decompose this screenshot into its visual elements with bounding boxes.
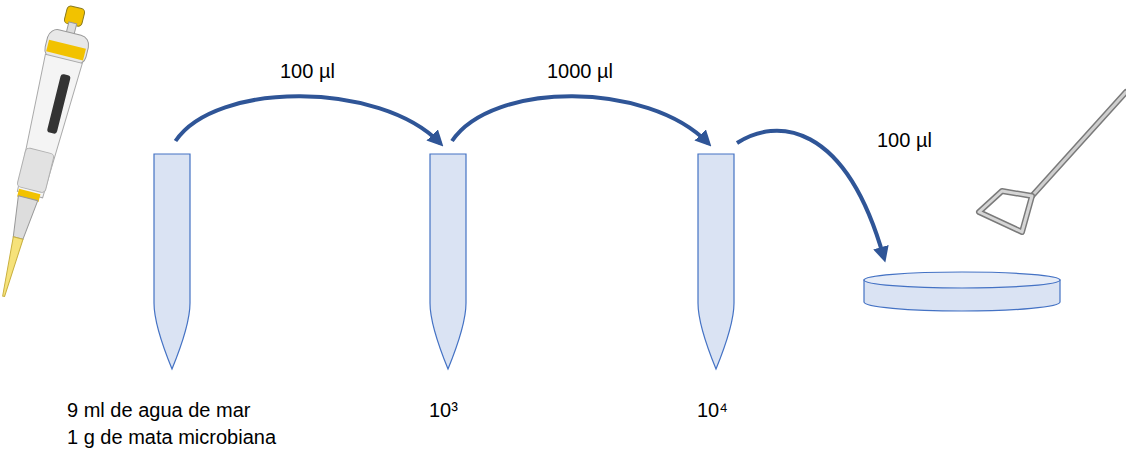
tube-node: 10⁴ xyxy=(697,153,735,424)
tube-label: 10³ xyxy=(429,397,467,424)
transfer-arrow xyxy=(737,131,884,258)
tube-outline xyxy=(430,154,466,369)
volume-label: 1000 µl xyxy=(544,59,616,83)
volume-label: 100 µl xyxy=(874,128,935,152)
tube-outline xyxy=(698,154,734,369)
volume-label: 100 µl xyxy=(277,59,338,83)
tube-label: 1 g de mata microbiana xyxy=(67,424,276,451)
tube-shape xyxy=(697,153,735,371)
tube-shape xyxy=(153,153,191,371)
tube-label: 9 ml de agua de mar xyxy=(67,397,276,424)
cell-spreader xyxy=(979,92,1126,232)
tube-outline xyxy=(154,154,190,369)
tube-label: 10⁴ xyxy=(697,397,735,424)
transfer-arrow xyxy=(176,96,440,143)
tube-shape xyxy=(429,153,467,371)
pipette xyxy=(0,2,97,301)
petri-dish xyxy=(864,272,1060,311)
transfer-arrow xyxy=(452,96,708,143)
tube-node: 9 ml de agua de mar1 g de mata microbian… xyxy=(67,153,276,451)
tube-node: 10³ xyxy=(429,153,467,424)
